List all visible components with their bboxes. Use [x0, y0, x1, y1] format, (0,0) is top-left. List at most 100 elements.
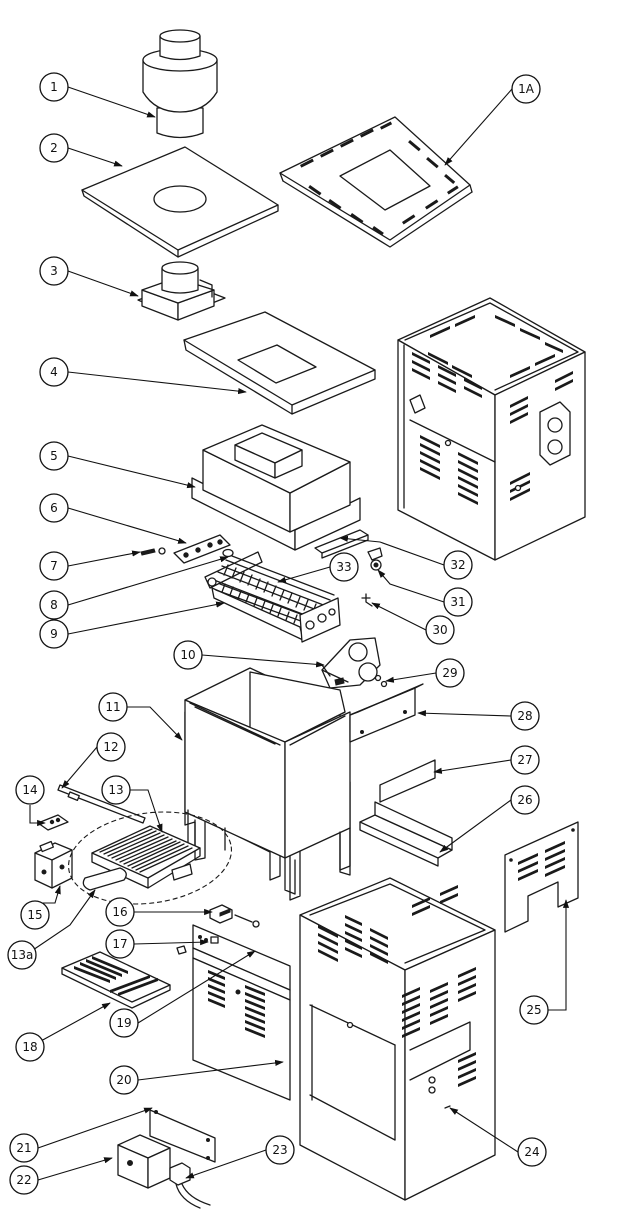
callout-5: 5	[39, 441, 69, 471]
callout-12-label: 12	[103, 740, 118, 754]
part-22-transformer	[117, 1134, 171, 1189]
callout-13: 13	[101, 775, 131, 805]
callout-23-label: 23	[272, 1143, 287, 1157]
callout-8-label: 8	[50, 598, 58, 612]
callout-22: 22	[9, 1165, 39, 1195]
callout-14-label: 14	[22, 783, 37, 797]
callout-31: 31	[443, 587, 473, 617]
callout-19-label: 19	[116, 1016, 131, 1030]
part-24-cabinet	[299, 877, 496, 1201]
part-21-bracket-plate	[149, 1109, 216, 1163]
callout-16-label: 16	[112, 905, 127, 919]
callout-6: 6	[39, 493, 69, 523]
callout-9-label: 9	[50, 627, 58, 641]
callout-24-label: 24	[524, 1145, 539, 1159]
callout-15-label: 15	[27, 908, 42, 922]
callout-18: 18	[15, 1032, 45, 1062]
callout-20-label: 20	[116, 1073, 131, 1087]
callout-25: 25	[519, 995, 549, 1025]
callout-14: 14	[15, 775, 45, 805]
callout-27: 27	[510, 745, 540, 775]
part-12-rail	[57, 784, 146, 824]
callout-1-label: 1	[50, 80, 58, 94]
callout-18-label: 18	[22, 1040, 37, 1054]
part-4-tray	[183, 311, 376, 415]
callout-29: 29	[435, 658, 465, 688]
callout-19: 19	[109, 1008, 139, 1038]
part-7-bolt	[140, 547, 166, 556]
callout-21-label: 21	[16, 1141, 31, 1155]
callout-4: 4	[39, 357, 69, 387]
part-29-fitting	[374, 674, 388, 688]
callout-2-label: 2	[50, 141, 58, 155]
door-vents	[208, 970, 265, 1038]
callout-13-label: 13	[108, 783, 123, 797]
callout-33-label: 33	[336, 560, 351, 574]
callout-26-label: 26	[517, 793, 532, 807]
part-14-bracket	[37, 814, 69, 831]
callout-11: 11	[98, 692, 128, 722]
callout-22-label: 22	[16, 1173, 31, 1187]
callout-7: 7	[39, 551, 69, 581]
part-6-manifold-plate	[173, 534, 231, 564]
part-9-heat-exchanger	[204, 551, 341, 643]
callout-32: 32	[443, 550, 473, 580]
callout-9: 9	[39, 619, 69, 649]
part-28-angle-bracket	[349, 683, 424, 743]
callout-23: 23	[265, 1135, 295, 1165]
callout-24: 24	[517, 1137, 547, 1167]
callout-17-label: 17	[112, 937, 127, 951]
part-2-top-plate	[81, 146, 279, 258]
callout-10-label: 10	[180, 648, 195, 662]
callout-2: 2	[39, 133, 69, 163]
part-31-valve-knob	[367, 547, 383, 571]
tube-fins	[221, 564, 317, 624]
callout-27-label: 27	[517, 753, 532, 767]
part-16-ignitor	[209, 904, 260, 928]
part-18-burner-grille	[61, 951, 171, 1009]
part-27-baffle	[379, 759, 436, 803]
callout-7-label: 7	[50, 559, 58, 573]
callout-16: 16	[105, 897, 135, 927]
callout-1a: 1A	[511, 74, 541, 104]
callout-13a: 13a	[7, 940, 37, 970]
callout-29-label: 29	[442, 666, 457, 680]
callout-10: 10	[173, 640, 203, 670]
cabinet-vents	[318, 885, 476, 1087]
part-1-flue-cap	[142, 29, 218, 139]
callout-15: 15	[20, 900, 50, 930]
callout-21: 21	[9, 1133, 39, 1163]
part-26-channel	[359, 801, 453, 867]
callout-33: 33	[329, 552, 359, 582]
callout-5-label: 5	[50, 449, 58, 463]
part-30-clip	[361, 593, 373, 607]
callout-32-label: 32	[450, 558, 465, 572]
callout-8: 8	[39, 590, 69, 620]
callout-30-label: 30	[432, 623, 447, 637]
callout-28: 28	[510, 701, 540, 731]
callout-12: 12	[96, 732, 126, 762]
part-5-combustion-box	[191, 424, 361, 551]
part-1a-top-panel	[279, 116, 473, 248]
callout-1a-label: 1A	[518, 82, 535, 96]
part-13-burner-tray	[68, 811, 232, 905]
callout-6-label: 6	[50, 501, 58, 515]
callout-4-label: 4	[50, 365, 58, 379]
part-8-gasket	[222, 548, 234, 558]
callout-25-label: 25	[526, 1003, 541, 1017]
part-25-side-panel	[504, 821, 579, 933]
callout-20: 20	[109, 1065, 139, 1095]
assembled-heater	[397, 297, 586, 561]
part-23-switch	[169, 1162, 211, 1209]
part-11-chamber	[184, 667, 351, 901]
callout-1: 1	[39, 72, 69, 102]
callout-3: 3	[39, 256, 69, 286]
callout-17: 17	[105, 929, 135, 959]
callout-31-label: 31	[450, 595, 465, 609]
callout-11-label: 11	[105, 700, 120, 714]
leader-lines	[29, 86, 570, 1181]
callout-13a-label: 13a	[11, 948, 34, 962]
part-10-header	[321, 637, 381, 689]
